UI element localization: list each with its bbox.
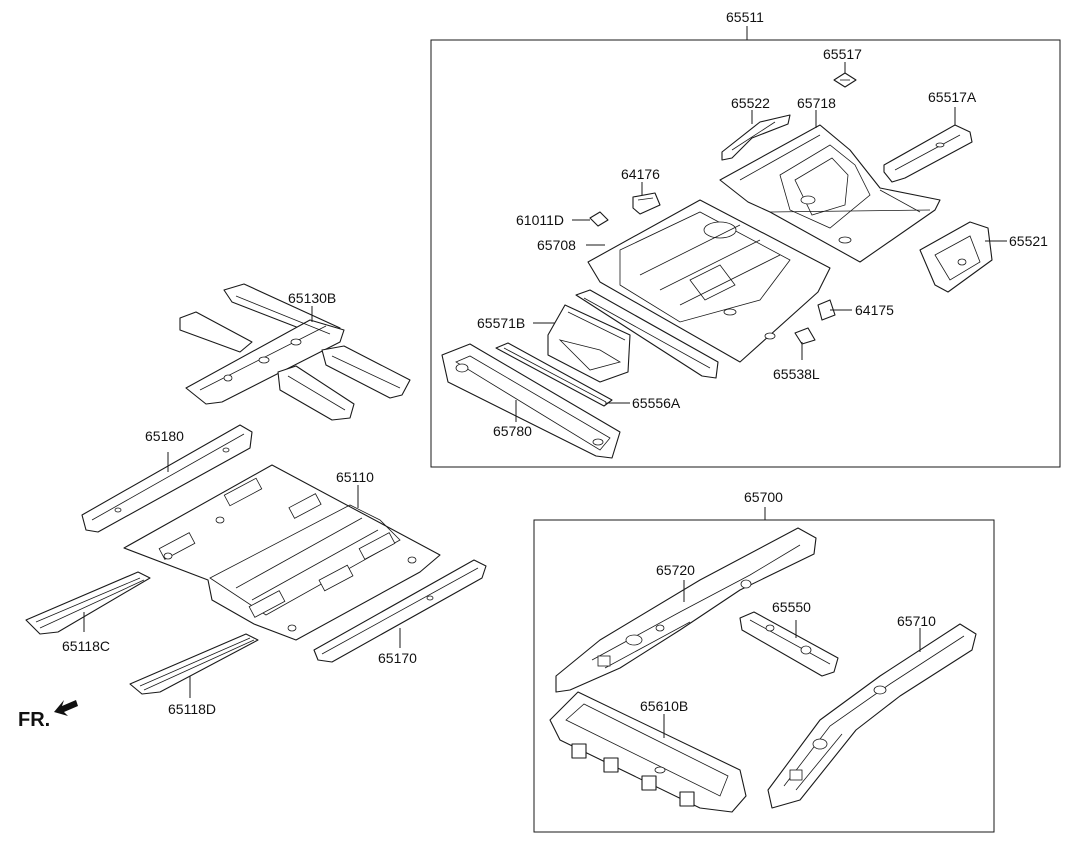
part-65180 [81,424,253,533]
part-61011D [589,211,609,227]
part-65517 [833,72,857,88]
part-64176 [632,192,661,215]
part-65571B [547,304,631,383]
label-65550: 65550 [772,599,811,615]
part-65780 [441,343,621,459]
arrow-icon [54,700,78,716]
part-65550 [739,611,839,677]
part-65708 [587,199,831,363]
label-65170: 65170 [378,650,417,666]
part-65517A [883,124,973,183]
part-65130B [179,283,411,421]
part-65720 [555,527,817,693]
label-65556A: 65556A [632,395,681,411]
label-65720: 65720 [656,562,695,578]
part-65710 [767,623,977,809]
label-61011D: 61011D [516,212,564,228]
label-64175: 64175 [855,302,894,318]
group-label-65700: 65700 [744,489,783,505]
group-box-65511 [430,39,1061,468]
group-box-65700 [533,519,995,833]
label-65780: 65780 [493,423,532,439]
front-indicator: FR. [18,700,78,731]
label-65521: 65521 [1009,233,1048,249]
part-65718 [719,124,941,263]
label-65118D: 65118D [168,701,216,717]
label-65180: 65180 [145,428,184,444]
label-65538L: 65538L [773,366,820,382]
label-65130B: 65130B [288,290,336,306]
label-65708: 65708 [537,237,576,253]
label-65718: 65718 [797,95,836,111]
label-65710: 65710 [897,613,936,629]
label-65522: 65522 [731,95,770,111]
label-65517: 65517 [823,46,862,62]
label-65610B: 65610B [640,698,688,714]
part-65118D [129,633,259,695]
part-64175 [817,299,836,321]
part-65110 [123,464,441,641]
label-64176: 64176 [621,166,660,182]
label-65517A: 65517A [928,89,977,105]
front-label: FR. [18,709,50,731]
part-65556A [495,342,613,407]
group-label-65511: 65511 [726,9,764,25]
part-65521 [919,221,993,293]
part-65118C [25,571,151,635]
part-65522 [721,114,791,161]
label-65571B: 65571B [477,315,525,331]
part-65538L [794,327,816,345]
part-65170 [313,559,487,663]
label-65110: 65110 [336,469,374,485]
part-rail-rear [575,289,719,379]
label-65118C: 65118C [62,638,110,654]
part-65610B [549,691,747,813]
